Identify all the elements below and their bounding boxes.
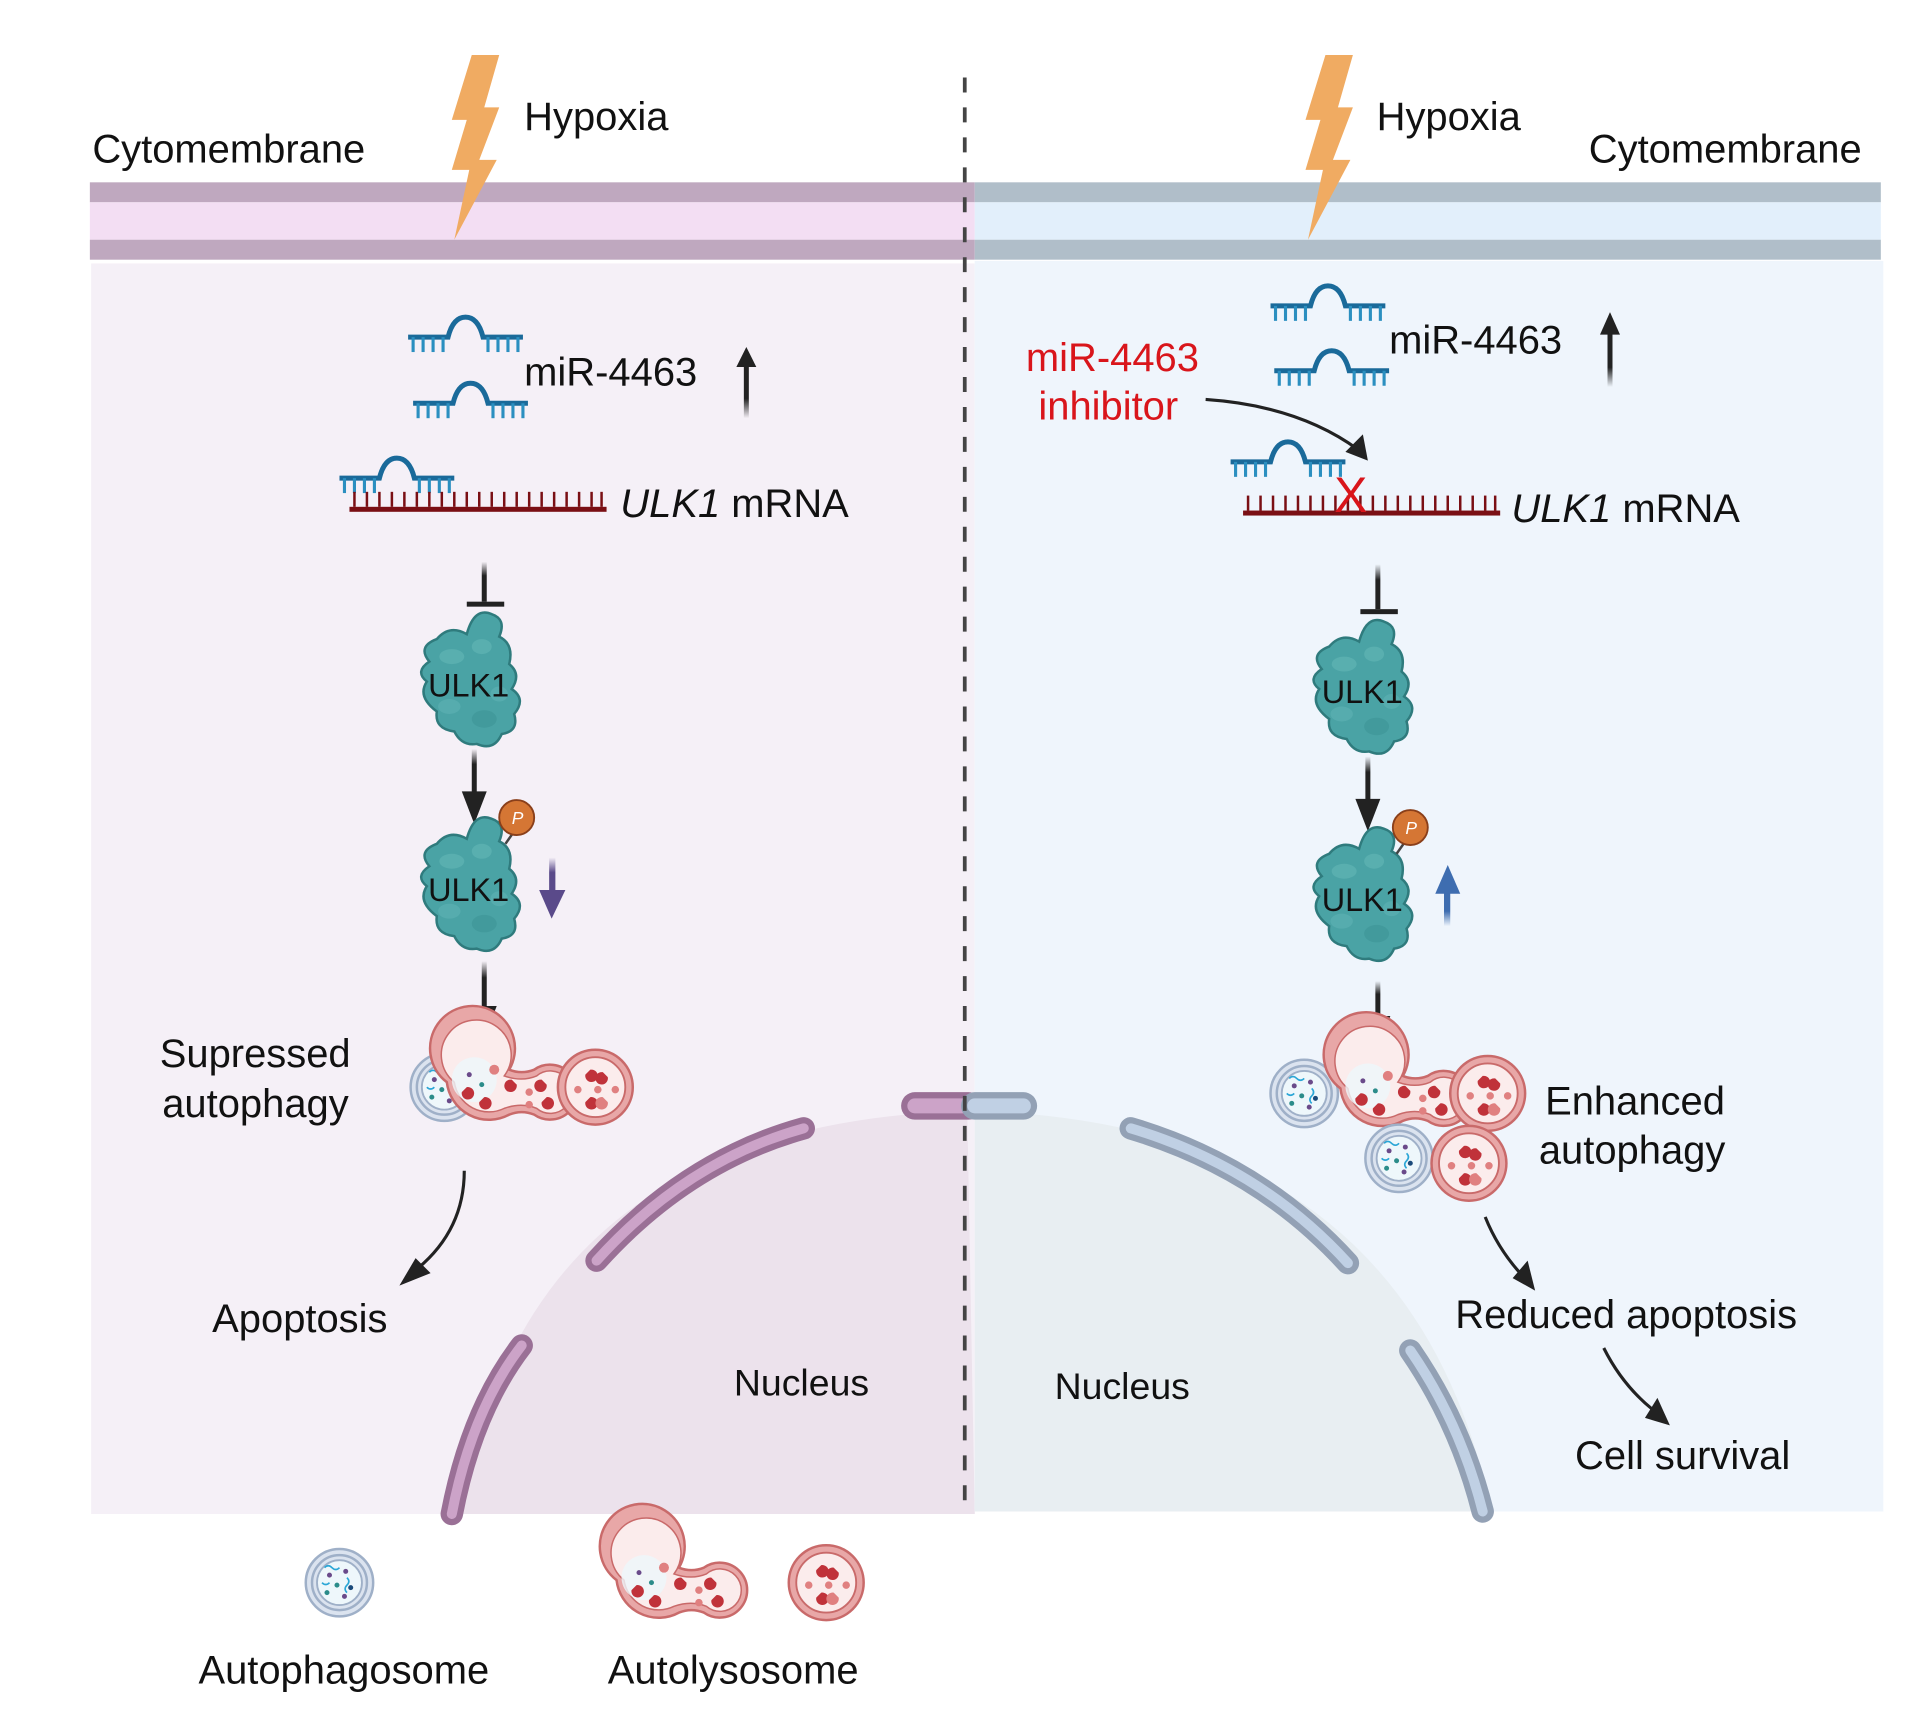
legend: Autophagosome Autolysosome (198, 1502, 865, 1693)
right-activation-arrow-1-icon (1355, 756, 1381, 832)
left-phospho-label: P (512, 808, 524, 828)
left-mirna-label: miR-4463 (524, 351, 697, 395)
left-cytomembrane-label: Cytomembrane (92, 127, 365, 171)
lysosome-legend-icon (787, 1543, 865, 1622)
left-membrane-outer-top (89, 182, 975, 203)
autophagosome-icon (304, 1547, 375, 1618)
right-nucleus (974, 1110, 1492, 1512)
cell-survival-arrow-icon (1602, 1347, 1670, 1426)
left-nuclear-envelope-2-inner (591, 1123, 809, 1266)
right-mrna-label: ULK1 mRNA (1511, 487, 1740, 531)
right-autophagy-label-line2: autophagy (1539, 1128, 1726, 1172)
legend-item-autophagosome: Autophagosome (198, 1547, 489, 1693)
left-nucleus (461, 1110, 975, 1514)
left-nucleus-label: Nucleus (734, 1361, 869, 1403)
inhibitor-arrow-icon (1205, 397, 1368, 461)
legend-item-autolysosome: Autolysosome (598, 1502, 865, 1693)
left-hypoxia-label: Hypoxia (524, 95, 669, 139)
right-membrane-inner (974, 202, 1881, 240)
right-nuclear-envelope-2-inner (1405, 1345, 1488, 1517)
right-hypoxia-label: Hypoxia (1377, 95, 1522, 139)
legend-label-autolysosome: Autolysosome (608, 1649, 859, 1693)
legend-label-autophagosome: Autophagosome (198, 1649, 489, 1693)
left-ulk1-label: ULK1 (428, 668, 509, 704)
left-autophagy-label-line1: Supressed (160, 1032, 351, 1076)
left-apoptosis-label: Apoptosis (212, 1297, 387, 1341)
left-activation-arrow-1-icon (461, 748, 487, 824)
right-inhibition-bar-icon (1360, 564, 1398, 615)
right-panel: Hypoxia Cytomembrane miR-4463 miR-4463 i… (961, 55, 1884, 1523)
right-phospho-label: P (1405, 818, 1417, 838)
reduced-apoptosis-label: Reduced apoptosis (1455, 1293, 1797, 1337)
right-lysosome-icon-1 (1448, 1054, 1527, 1133)
right-autophagosome-icon-2 (1364, 1123, 1435, 1194)
right-mirna-up-arrow-icon (1600, 312, 1620, 387)
autolysosome-icon (598, 1502, 749, 1619)
left-panel: Cytomembrane Hypoxia miR-4463 ULK1 mRNA … (89, 55, 983, 1526)
inhibitor-label-line2: inhibitor (1038, 384, 1178, 428)
right-nucleus-label: Nucleus (1055, 1365, 1190, 1407)
right-phospho-ulk1-label: ULK1 (1322, 882, 1403, 918)
right-phospho-group-icon (1391, 809, 1429, 846)
right-autophagy-label-line1: Enhanced (1545, 1080, 1725, 1124)
left-lysosome-icon (556, 1048, 635, 1126)
right-phospho-up-arrow-icon (1435, 865, 1461, 927)
right-nuclear-envelope-1-inner (1125, 1123, 1353, 1269)
left-mrna-label: ULK1 mRNA (620, 482, 849, 526)
right-lysosome-icon-2 (1430, 1124, 1508, 1202)
left-membrane-inner (89, 202, 975, 240)
right-reduced-apoptosis-arrow-icon (1483, 1216, 1536, 1291)
right-mirna-label: miR-4463 (1389, 318, 1562, 362)
left-membrane-outer-bottom (89, 239, 975, 260)
left-phospho-ulk1-label: ULK1 (428, 872, 509, 908)
cell-survival-label: Cell survival (1575, 1434, 1790, 1478)
left-mirna-up-arrow-icon (736, 347, 757, 419)
left-phospho-group-icon (498, 799, 536, 836)
block-mark-icon: X (1334, 467, 1367, 523)
inhibitor-label-line1: miR-4463 (1026, 336, 1199, 380)
right-cytomembrane-label: Cytomembrane (1589, 127, 1862, 171)
right-membrane-outer-top (974, 182, 1881, 203)
left-apoptosis-arrow-icon (399, 1170, 466, 1286)
right-ulk1-label: ULK1 (1322, 674, 1403, 710)
left-phospho-down-arrow-icon (539, 857, 566, 919)
left-nuclear-envelope-1-inner (446, 1340, 527, 1519)
left-inhibition-bar-icon (466, 561, 505, 607)
left-autophagy-label-line2: autophagy (162, 1082, 349, 1126)
right-membrane-outer-bottom (974, 239, 1881, 260)
